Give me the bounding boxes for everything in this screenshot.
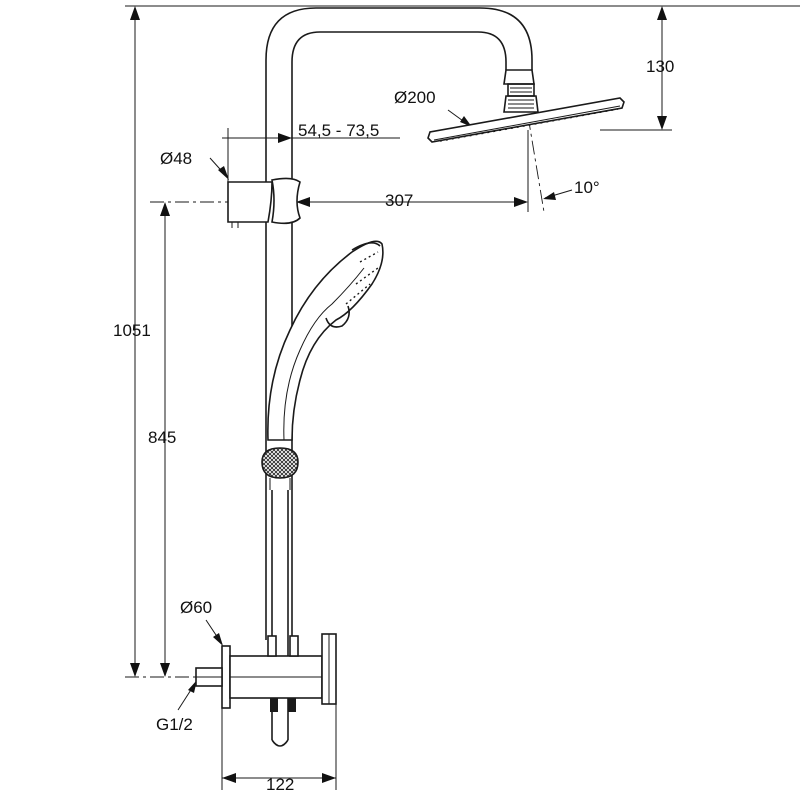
tilt-angle-label: 10° bbox=[574, 178, 600, 197]
rail-offset-label: 54,5 - 73,5 bbox=[298, 121, 379, 140]
total-height-label: 1051 bbox=[113, 321, 151, 340]
holder-height-label: 845 bbox=[148, 428, 176, 447]
head-diameter-label: Ø200 bbox=[394, 88, 436, 107]
width-label: 122 bbox=[266, 775, 294, 794]
shower-column bbox=[265, 7, 533, 640]
overhead-shower-head bbox=[427, 69, 625, 143]
hand-shower bbox=[267, 240, 384, 441]
hose-connector bbox=[261, 447, 299, 490]
arm-reach-label: 307 bbox=[385, 191, 413, 210]
head-height-label: 130 bbox=[646, 57, 674, 76]
holder-diameter-label: Ø48 bbox=[160, 149, 192, 168]
valve-diameter-label: Ø60 bbox=[180, 598, 212, 617]
dimension-labels: 130 Ø200 54,5 - 73,5 Ø48 307 10° 1051 84… bbox=[113, 57, 674, 794]
dimension-lines bbox=[125, 5, 800, 790]
thread-label: G1/2 bbox=[156, 715, 193, 734]
hand-shower-holder bbox=[227, 177, 301, 228]
thermostatic-mixer bbox=[195, 633, 337, 712]
